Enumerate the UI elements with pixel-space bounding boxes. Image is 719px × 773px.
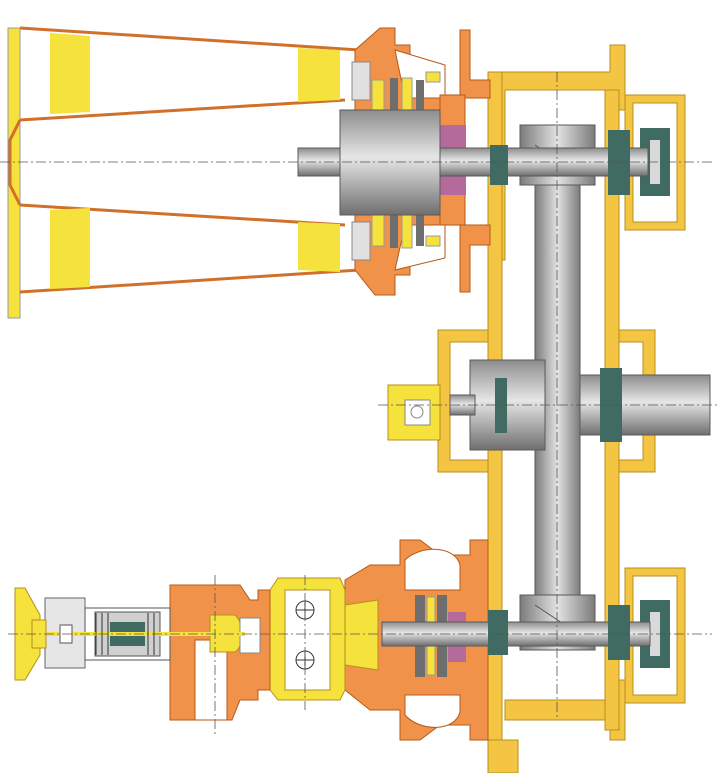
centerlines <box>0 72 719 735</box>
oil-pump <box>387 384 441 441</box>
upper-turbine-rotor <box>297 109 649 216</box>
